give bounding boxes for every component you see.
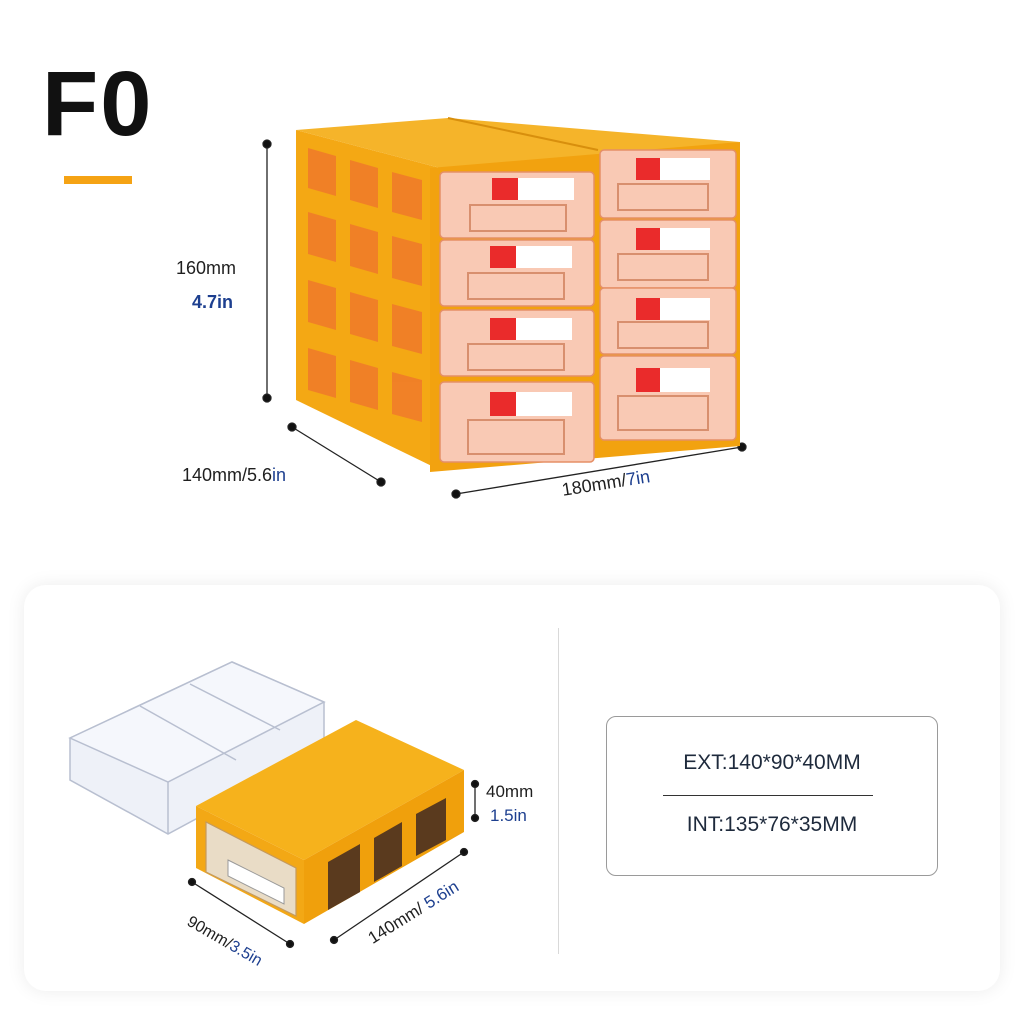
depth-in-text: in [272, 465, 287, 485]
product-model-title: F0 [42, 53, 154, 155]
drawer-height-mm-label: 40mm [486, 782, 534, 801]
drawer-dimension-lines [187, 779, 480, 949]
drawers-right-column [599, 149, 737, 441]
title-underline [64, 176, 132, 184]
drawer-height-in-label: 1.5in [490, 806, 527, 825]
yellow-frame-box [196, 720, 464, 924]
panel-divider [558, 628, 559, 954]
cabinet-side-face [296, 130, 440, 470]
height-mm-label: 160mm [176, 258, 237, 278]
height-in-label: 4.7in [192, 292, 234, 312]
transparent-drawer-insert [68, 661, 326, 835]
spec-divider [663, 795, 873, 796]
external-dimensions: EXT:140*90*40MM [683, 751, 861, 774]
cabinet-stack-illustration [262, 117, 747, 499]
depth-mm-text: 140mm/5.6 [182, 465, 273, 485]
internal-dimensions: INT:135*76*35MM [686, 813, 858, 836]
spec-box: EXT:140*90*40MM INT:135*76*35MM [606, 716, 938, 876]
depth-label: 140mm/5.6in [182, 465, 286, 486]
drawers-left-column [439, 171, 595, 463]
